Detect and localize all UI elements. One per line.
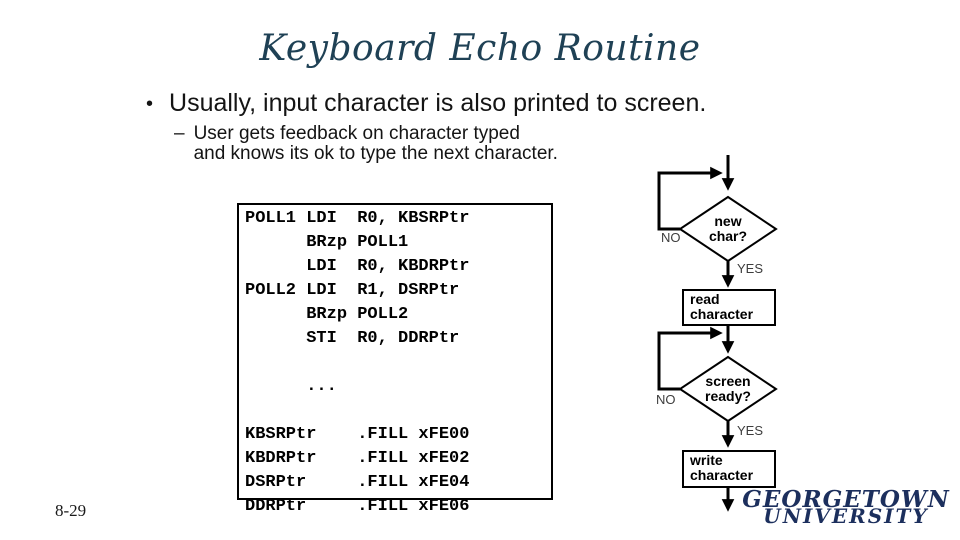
process-write-line1: write (690, 452, 723, 468)
decision-new-char-line1: new (714, 213, 742, 229)
flow-loop-no-1 (657, 166, 723, 231)
bullet-icon: • (146, 93, 154, 115)
flow-loop-no-2 (657, 326, 723, 391)
process-write-shape (682, 450, 776, 488)
sub-bullet-text: User gets feedback on character typed an… (194, 124, 558, 164)
flowchart: new char? NO YES read character screen r… (630, 140, 830, 532)
decision-new-char-line2: char? (708, 228, 748, 244)
branch-no-1: NO (661, 230, 681, 245)
logo-line2: UNIVERSITY (763, 504, 929, 528)
process-read-shape (682, 289, 776, 326)
main-bullet: • Usually, input character is also print… (146, 88, 706, 120)
decision-new-char-shape (678, 195, 778, 263)
process-read-line2: character (690, 306, 754, 322)
process-read-label: read character (690, 292, 753, 322)
sub-bullet-line2: and knows its ok to type the next charac… (193, 143, 558, 164)
process-write-line2: character (690, 467, 754, 483)
branch-yes-2: YES (737, 423, 764, 438)
decision-screen-ready-line1: screen (705, 373, 751, 389)
branch-no-2: NO (656, 392, 676, 407)
flowchart-graphics (657, 155, 778, 512)
process-read-line1: read (690, 291, 720, 307)
assembly-code-box: POLL1 LDI R0, KBSRPtr BRzp POLL1 LDI R0,… (237, 203, 553, 516)
slide-title: Keyboard Echo Routine (259, 28, 701, 69)
branch-yes-1: YES (737, 261, 764, 276)
assembly-code: POLL1 LDI R0, KBSRPtr BRzp POLL1 LDI R0,… (245, 209, 470, 516)
page-number: 8-29 (55, 501, 87, 520)
dash-icon: – (174, 123, 185, 144)
decision-screen-ready-label: screen ready? (688, 374, 768, 404)
sub-bullet: – User gets feedback on character typed … (174, 124, 558, 164)
georgetown-logo: GEORGETOWN UNIVERSITY (740, 486, 952, 528)
logo-line1: GEORGETOWN (742, 486, 950, 513)
sub-bullet-line1: User gets feedback on character typed (193, 123, 520, 144)
main-bullet-text: Usually, input character is also printed… (169, 89, 707, 117)
decision-new-char-label: new char? (688, 214, 768, 244)
decision-screen-ready-shape (678, 355, 778, 423)
process-write-label: write character (690, 453, 753, 483)
decision-screen-ready-line2: ready? (705, 388, 751, 404)
